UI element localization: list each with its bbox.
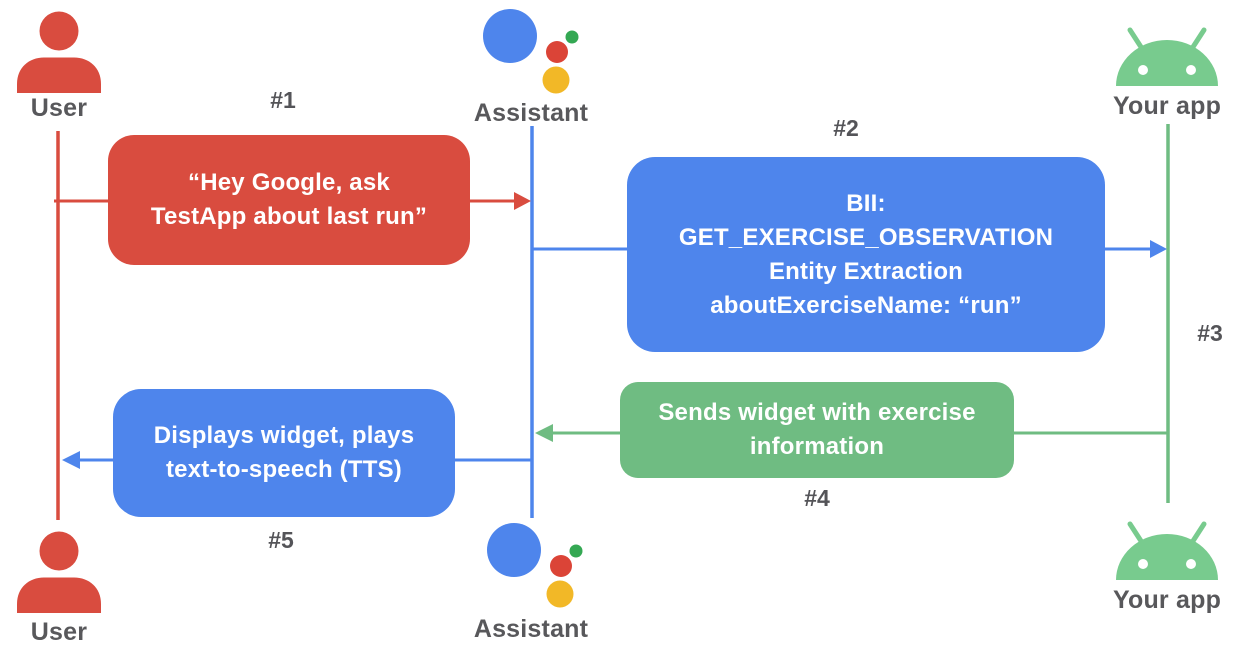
message-5-box: Displays widget, plays text-to-speech (T…	[113, 389, 455, 517]
message-2-line-3: Entity Extraction	[768, 257, 964, 285]
actor-label-assistant-top: Assistant	[473, 99, 589, 127]
step-1-label: #1	[270, 87, 296, 113]
message-2-line-4: aboutExerciseName: “run”	[710, 291, 1022, 319]
step-4-label: #4	[804, 485, 830, 511]
message-4-line-1: Sends widget with exercise	[658, 399, 976, 426]
step-3-label: #3	[1197, 320, 1223, 346]
message-2-line-2: GET_EXERCISE_OBSERVATION	[678, 223, 1054, 251]
actor-label-user-top: User	[30, 94, 88, 122]
step-5-label: #5	[268, 527, 294, 553]
message-1-line-1: “Hey Google, ask	[188, 169, 390, 196]
user-icon	[17, 531, 101, 613]
actor-label-app-bottom: Your app	[1112, 586, 1222, 614]
actor-label-app-top: Your app	[1112, 92, 1222, 120]
message-5-arrowhead	[62, 451, 80, 469]
message-2-box: BII: GET_EXERCISE_OBSERVATION Entity Ext…	[627, 157, 1105, 352]
message-1-line-2: TestApp about last run”	[150, 203, 428, 230]
android-icon	[1116, 27, 1218, 86]
actor-label-assistant-bottom: Assistant	[473, 615, 589, 643]
message-4-arrowhead	[535, 424, 553, 442]
assistant-icon	[483, 9, 579, 94]
message-4-box: Sends widget with exercise information	[620, 382, 1014, 478]
user-icon	[17, 11, 101, 93]
message-1-box: “Hey Google, ask TestApp about last run”	[108, 135, 470, 265]
actor-label-user-bottom: User	[30, 618, 88, 646]
message-2-arrowhead	[1150, 240, 1167, 258]
message-5-line-2: text-to-speech (TTS)	[165, 456, 402, 483]
message-4-line-2: information	[749, 433, 885, 460]
message-1-arrowhead	[514, 192, 531, 210]
message-5-line-1: Displays widget, plays	[153, 422, 415, 449]
message-2-line-1: BII:	[846, 189, 886, 217]
assistant-icon	[487, 523, 583, 608]
step-2-label: #2	[833, 115, 859, 141]
android-icon	[1116, 521, 1218, 580]
